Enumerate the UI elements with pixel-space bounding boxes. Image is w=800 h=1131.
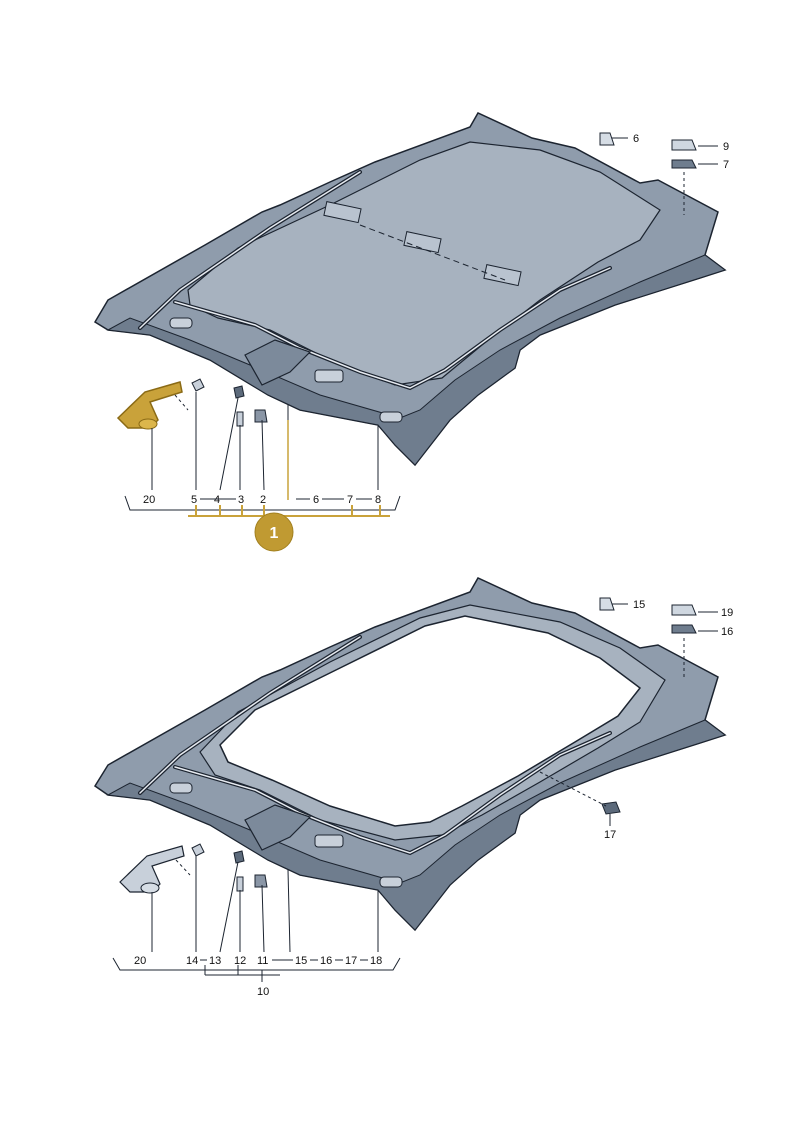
handle-recess xyxy=(379,411,403,423)
handle-recess xyxy=(314,369,344,383)
callout-label: 19 xyxy=(721,607,733,619)
clip-icon xyxy=(233,850,245,864)
clip-icon xyxy=(599,132,615,146)
callout-label: 20 xyxy=(134,955,146,967)
clip-icon xyxy=(191,378,205,392)
handle-recess xyxy=(314,834,344,848)
square-pad-icon xyxy=(671,159,697,169)
callout-label: 12 xyxy=(234,955,246,967)
grab-handle-cap xyxy=(140,882,160,894)
bracket-icon xyxy=(601,801,621,815)
screw-icon xyxy=(236,876,244,892)
callout-label: 6 xyxy=(313,494,319,506)
screw-icon xyxy=(236,411,244,427)
grab-handle xyxy=(119,845,185,893)
nut-icon xyxy=(254,874,268,888)
group-label: 10 xyxy=(257,986,269,998)
callout-label: 17 xyxy=(604,829,616,841)
headliner-side-wall-lower xyxy=(106,719,727,931)
callout-label: 13 xyxy=(209,955,221,967)
callout-label: 7 xyxy=(723,159,729,171)
callout-label: 17 xyxy=(345,955,357,967)
callout-label: 7 xyxy=(347,494,353,506)
console-mount-lower xyxy=(244,804,312,851)
callout-label: 3 xyxy=(238,494,244,506)
headliner-side-wall-upper xyxy=(106,254,727,466)
grab-handle-cap xyxy=(138,418,158,430)
leader-lines-lower xyxy=(112,603,718,982)
damper-block xyxy=(483,264,522,287)
highlight-bracket xyxy=(188,505,390,517)
square-pad-icon xyxy=(671,624,697,634)
lower-assembly: 15 19 16 17 20 14 13 12 11 15 16 17 18 1… xyxy=(93,577,733,998)
damper-block xyxy=(403,231,442,254)
callout-label: 16 xyxy=(721,626,733,638)
clip-icon xyxy=(191,843,205,857)
callout-label: 20 xyxy=(143,494,155,506)
callout-label: 6 xyxy=(633,133,639,145)
nut-icon xyxy=(254,409,268,423)
sunroof-opening xyxy=(219,615,642,827)
grab-handle-highlighted xyxy=(116,381,183,429)
square-clip-icon xyxy=(671,604,697,616)
callout-label: 9 xyxy=(723,141,729,153)
callout-label: 11 xyxy=(257,955,268,967)
group-badge xyxy=(254,512,294,552)
upper-assembly: 6 9 7 20 5 4 3 2 6 7 8 1 xyxy=(93,112,729,552)
callout-label: 15 xyxy=(633,599,645,611)
handle-recess xyxy=(169,317,193,329)
callout-label: 2 xyxy=(260,494,266,506)
headliner-fabric-upper xyxy=(187,141,661,386)
callout-label: 14 xyxy=(186,955,198,967)
handle-recess xyxy=(379,876,403,888)
callout-label: 8 xyxy=(375,494,381,506)
square-clip-icon xyxy=(671,139,697,151)
callout-label: 18 xyxy=(370,955,382,967)
damper-block xyxy=(323,201,362,224)
handle-recess xyxy=(169,782,193,794)
callout-label: 4 xyxy=(214,494,220,506)
callout-label: 16 xyxy=(320,955,332,967)
callout-label: 15 xyxy=(295,955,307,967)
group-badge-label: 1 xyxy=(270,525,279,542)
callout-label: 5 xyxy=(191,494,197,506)
console-mount-upper xyxy=(244,339,312,386)
clip-icon xyxy=(599,597,615,611)
clip-icon xyxy=(233,385,245,399)
